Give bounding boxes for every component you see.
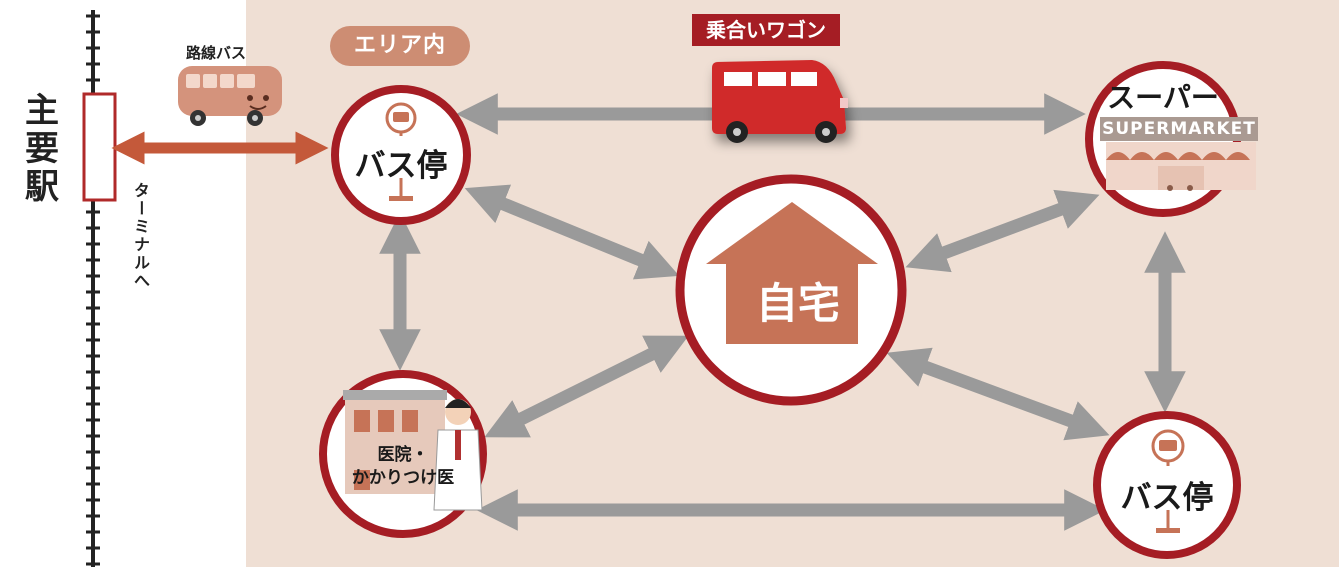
route-bus-label: 路線バス (186, 44, 247, 62)
bus-stop-sign-icon (1151, 429, 1185, 533)
arrow-home-busstop2 (886, 347, 1110, 441)
station-box (82, 92, 117, 202)
supermarket-storefront-icon (1106, 142, 1256, 191)
bus-stop-2-circle (1093, 411, 1241, 559)
arrow-clinic-home (484, 335, 689, 438)
bus-stop-sign-icon (385, 102, 417, 201)
wagon-label-badge: 乗合いワゴン (692, 14, 840, 46)
clinic-building-icon (343, 390, 447, 494)
home-label: 自宅 (755, 279, 840, 328)
supermarket-sign: SUPERMARKET (1100, 117, 1258, 141)
clinic-label-line1: 医院・ (377, 445, 429, 465)
doctor-icon (433, 399, 483, 511)
clinic-label-line2: かかりつけ医 (351, 468, 455, 488)
supermarket-label: スーパー (1107, 81, 1219, 114)
bus-stop-1-circle (331, 85, 471, 225)
bus-stop-1-label: バス停 (354, 148, 448, 184)
to-terminal-label: ターミナルへ (131, 182, 150, 290)
arrow-busstop-home (464, 184, 680, 280)
route-bus-icon (178, 66, 282, 126)
main-station-label: 主要駅 (25, 91, 59, 207)
house-icon (706, 202, 878, 344)
arrow-home-super (905, 189, 1100, 273)
bus-stop-2-label: バス停 (1120, 480, 1214, 516)
area-label-badge: エリア内 (330, 26, 470, 66)
